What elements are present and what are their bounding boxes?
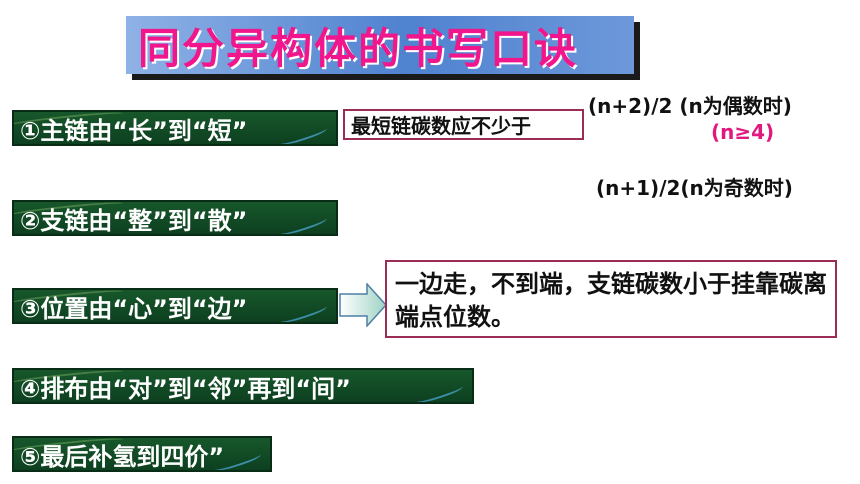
- rule-1-banner: ①主链由“长”到“短”: [12, 110, 338, 146]
- rule-3-text: ③位置由“心”到“边”: [20, 294, 248, 323]
- title-banner: 同分异构体的书写口诀: [126, 16, 634, 74]
- rule-4-banner: ④排布由“对”到“邻”再到“间”: [12, 368, 474, 404]
- rule-2-banner: ②支链由“整”到“散”: [12, 200, 338, 236]
- rule-2-text: ②支链由“整”到“散”: [20, 206, 248, 235]
- rule-5-banner: ⑤最后补氢到四价”: [12, 436, 272, 472]
- rule-4-text: ④排布由“对”到“邻”再到“间”: [20, 374, 351, 403]
- rule-1-text: ①主链由“长”到“短”: [20, 116, 248, 145]
- rule-3-banner: ③位置由“心”到“边”: [12, 288, 338, 324]
- main-chain-note-text: 最短链碳数应不少于: [351, 114, 531, 138]
- page-title: 同分异构体的书写口诀: [138, 23, 579, 73]
- arrow-right-icon: [339, 283, 387, 327]
- formula-even: (n+2)/2 (n为偶数时): [588, 94, 792, 118]
- position-note-text: 一边走，不到端，支链碳数小于挂靠碳离端点位数。: [395, 270, 827, 331]
- position-note: 一边走，不到端，支链碳数小于挂靠碳离端点位数。: [385, 260, 837, 338]
- formula-condition: (n≥4): [711, 120, 775, 144]
- formula-odd: (n+1)/2(n为奇数时): [596, 176, 793, 200]
- main-chain-note: 最短链碳数应不少于: [343, 109, 584, 140]
- rule-5-text: ⑤最后补氢到四价”: [20, 442, 225, 471]
